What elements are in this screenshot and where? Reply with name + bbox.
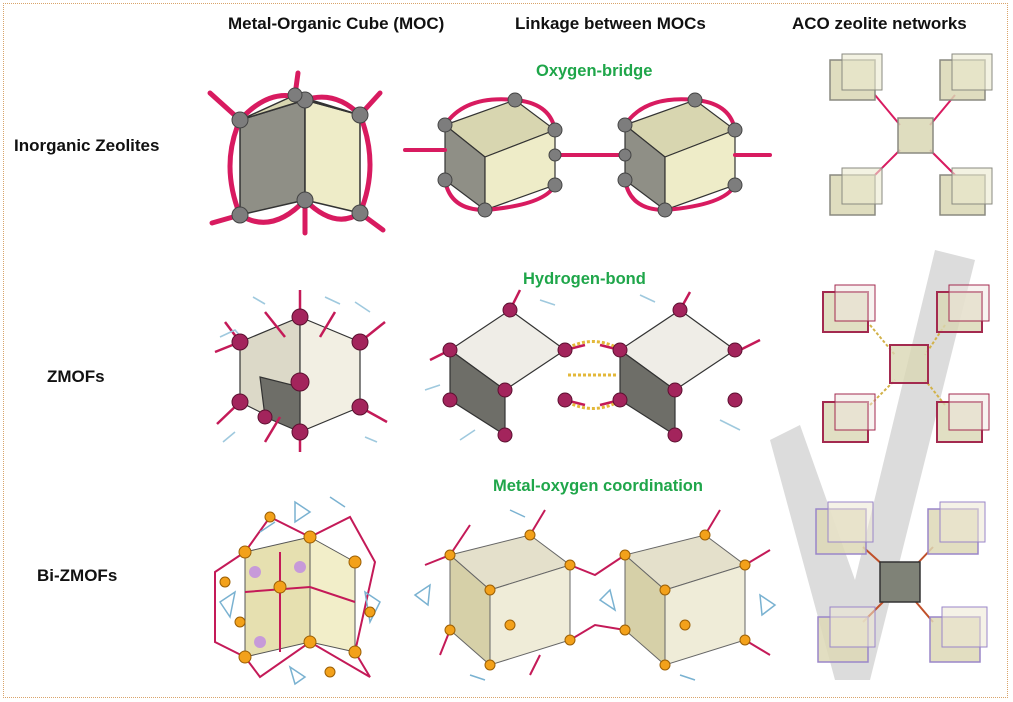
linkage-oxygen-bridge <box>403 92 772 218</box>
column-header-moc: Metal-Organic Cube (MOC) <box>228 14 445 33</box>
linkage-label-oxygen-bridge: Oxygen-bridge <box>536 62 653 80</box>
figure-frame <box>3 3 1008 698</box>
linkage-label-metal-oxygen: Metal-oxygen coordination <box>493 477 703 495</box>
linkage-metal-oxygen-coordination <box>413 509 777 681</box>
row-label-inorganic-zeolites: Inorganic Zeolites <box>14 136 160 155</box>
moc-bizmof-cube <box>214 496 381 686</box>
linkage-hydrogen-bond <box>424 289 761 443</box>
moc-zeolite-cube <box>207 70 386 236</box>
column-header-network: ACO zeolite networks <box>792 14 967 33</box>
row-label-zmofs: ZMOFs <box>47 367 105 386</box>
moc-zmof-cube <box>214 290 388 452</box>
network-bizmof-aco <box>815 501 988 663</box>
row-label-bi-zmofs: Bi-ZMOFs <box>37 566 118 585</box>
network-zmof-aco <box>822 284 990 443</box>
column-header-linkage: Linkage between MOCs <box>515 14 706 33</box>
linkage-label-hydrogen-bond: Hydrogen-bond <box>523 270 646 288</box>
network-zeolite-aco <box>829 53 993 216</box>
